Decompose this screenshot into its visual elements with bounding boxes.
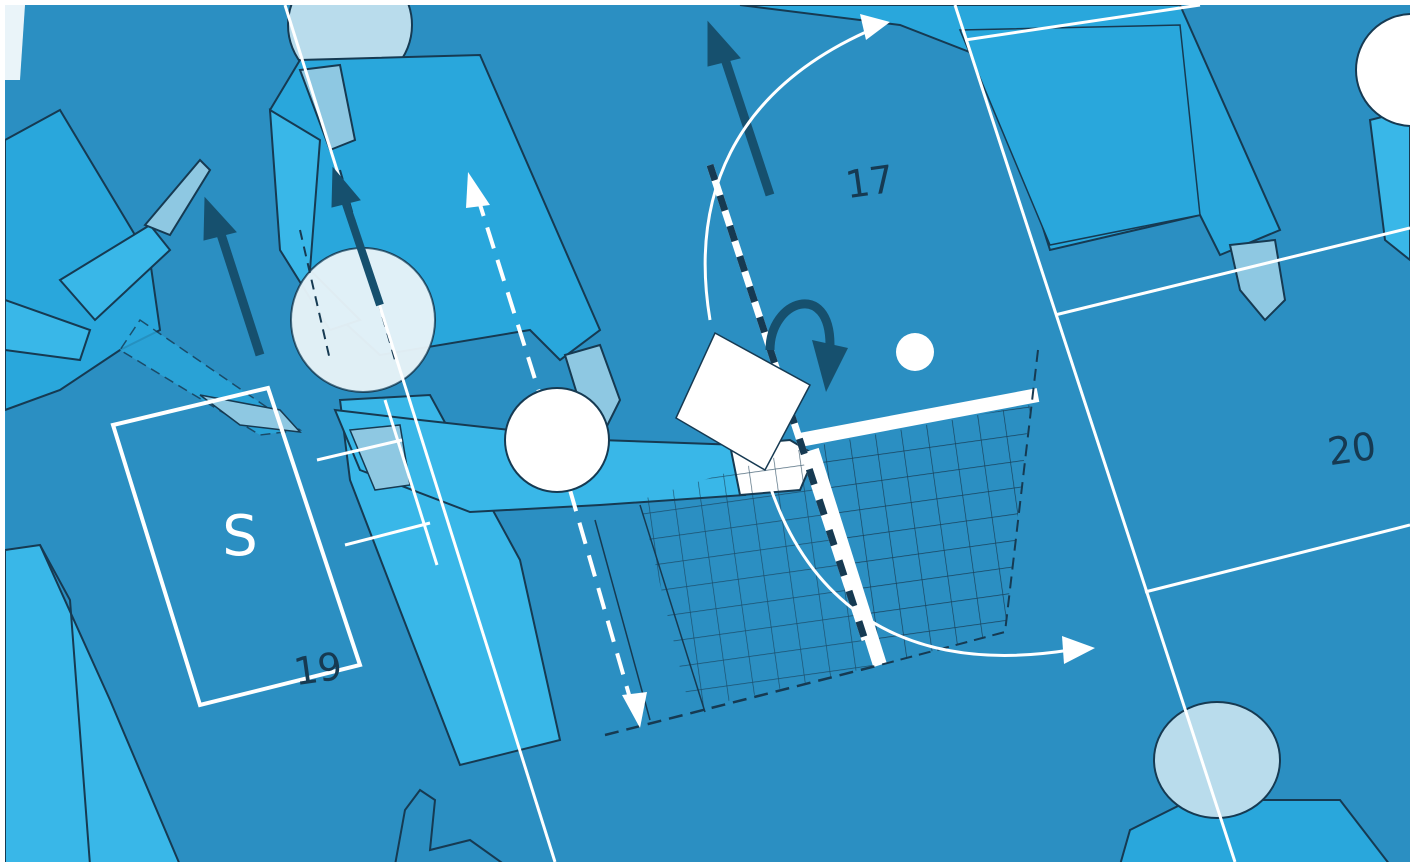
player-number-19: 19 <box>291 644 345 694</box>
zone-letter: S <box>222 504 258 569</box>
ball-small-icon <box>896 333 934 371</box>
player-number-20: 20 <box>1325 424 1379 474</box>
head <box>1154 702 1280 818</box>
player-number-17: 17 <box>843 157 897 207</box>
ball-icon <box>505 388 609 492</box>
